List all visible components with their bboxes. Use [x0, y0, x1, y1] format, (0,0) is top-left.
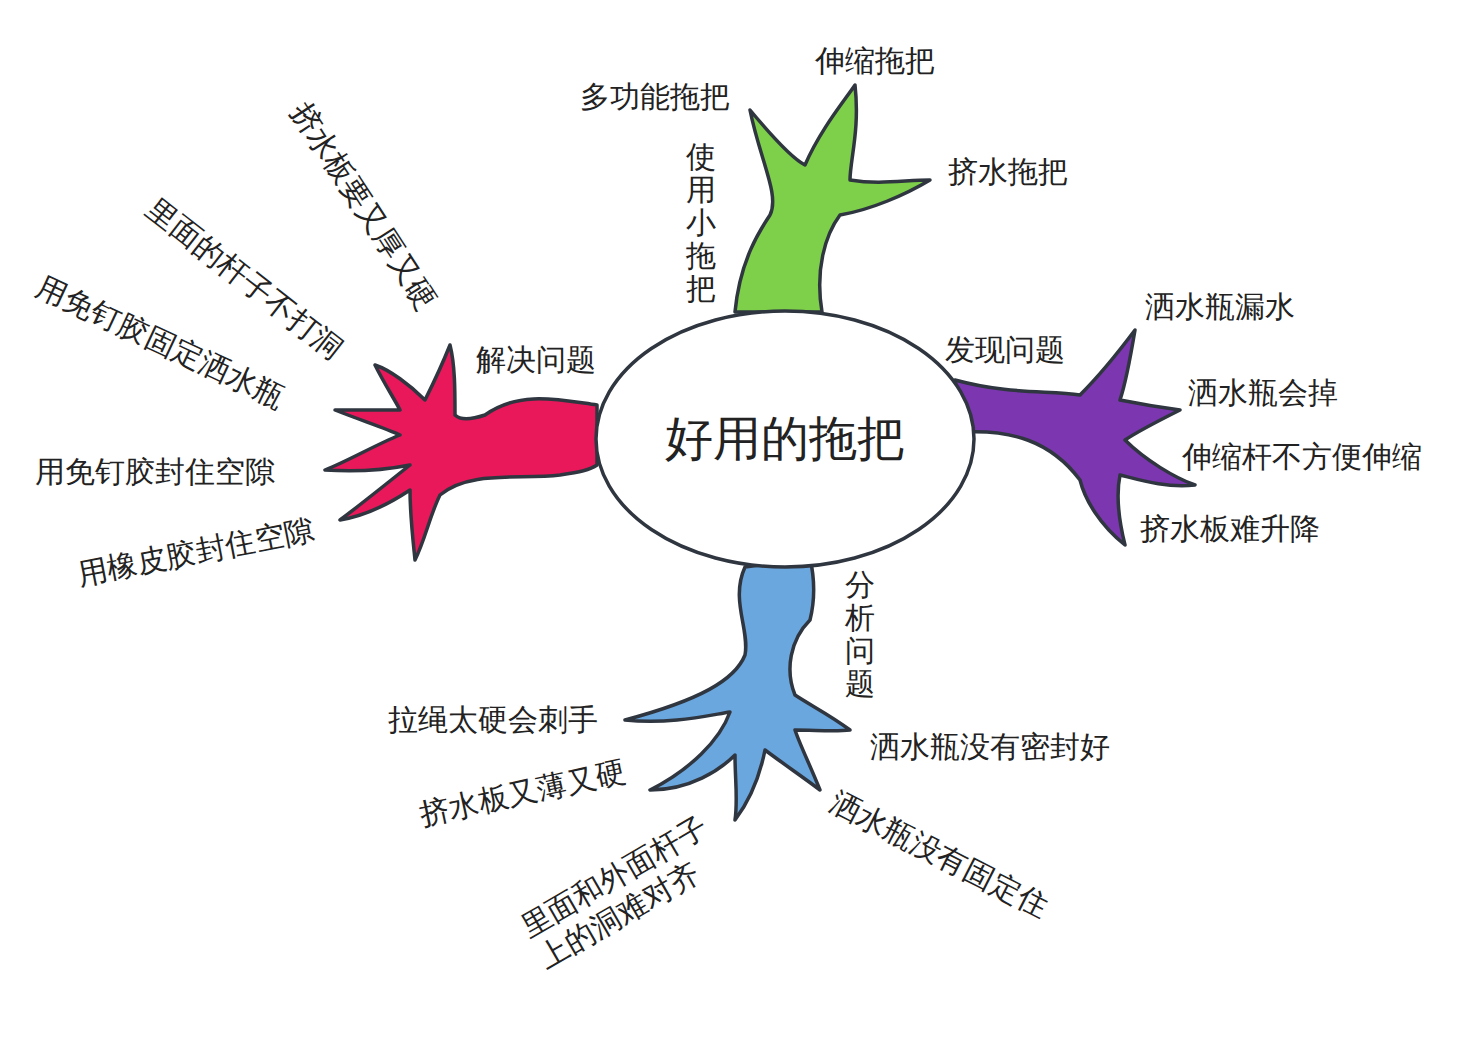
leaf-label: 伸缩杆不方便伸缩 [1182, 440, 1422, 475]
leaf-label: 用免钉胶封住空隙 [35, 455, 275, 490]
branch-label: 解决问题 [476, 343, 596, 378]
branch-fill [325, 345, 597, 560]
leaf-label: 洒水瓶会掉 [1188, 376, 1338, 411]
leaf-label: 挤水板又薄又硬 [416, 755, 629, 832]
leaf-label: 伸缩拖把 [815, 44, 935, 79]
leaf-label: 用橡皮胶封住空隙 [75, 513, 317, 593]
leaf-label: 多功能拖把 [580, 80, 730, 115]
leaf-label: 洒水瓶没有密封好 [870, 730, 1110, 765]
branch-label: 分析问题 [845, 568, 875, 700]
leaf-label: 里面和外面杆子 上的洞难对齐 [515, 806, 739, 975]
leaf-label: 挤水板难升降 [1140, 512, 1320, 547]
branch-label: 使用小拖把 [686, 140, 716, 305]
leaf-label: 拉绳太硬会刺手 [388, 703, 598, 738]
leaf-label: 挤水拖把 [948, 155, 1068, 190]
ellipse-outline [596, 311, 974, 567]
central-topic: 好用的拖把 [665, 411, 905, 466]
leaf-label: 洒水瓶漏水 [1145, 290, 1295, 325]
central-ellipse: 好用的拖把 [593, 308, 977, 570]
leaf-label: 洒水瓶没有固定住 [824, 785, 1054, 925]
branch-fill [735, 85, 930, 312]
leaf-label: 挤水板要又厚又硬 [284, 96, 444, 316]
branch-fill [625, 558, 850, 820]
branch-label: 发现问题 [945, 333, 1065, 368]
